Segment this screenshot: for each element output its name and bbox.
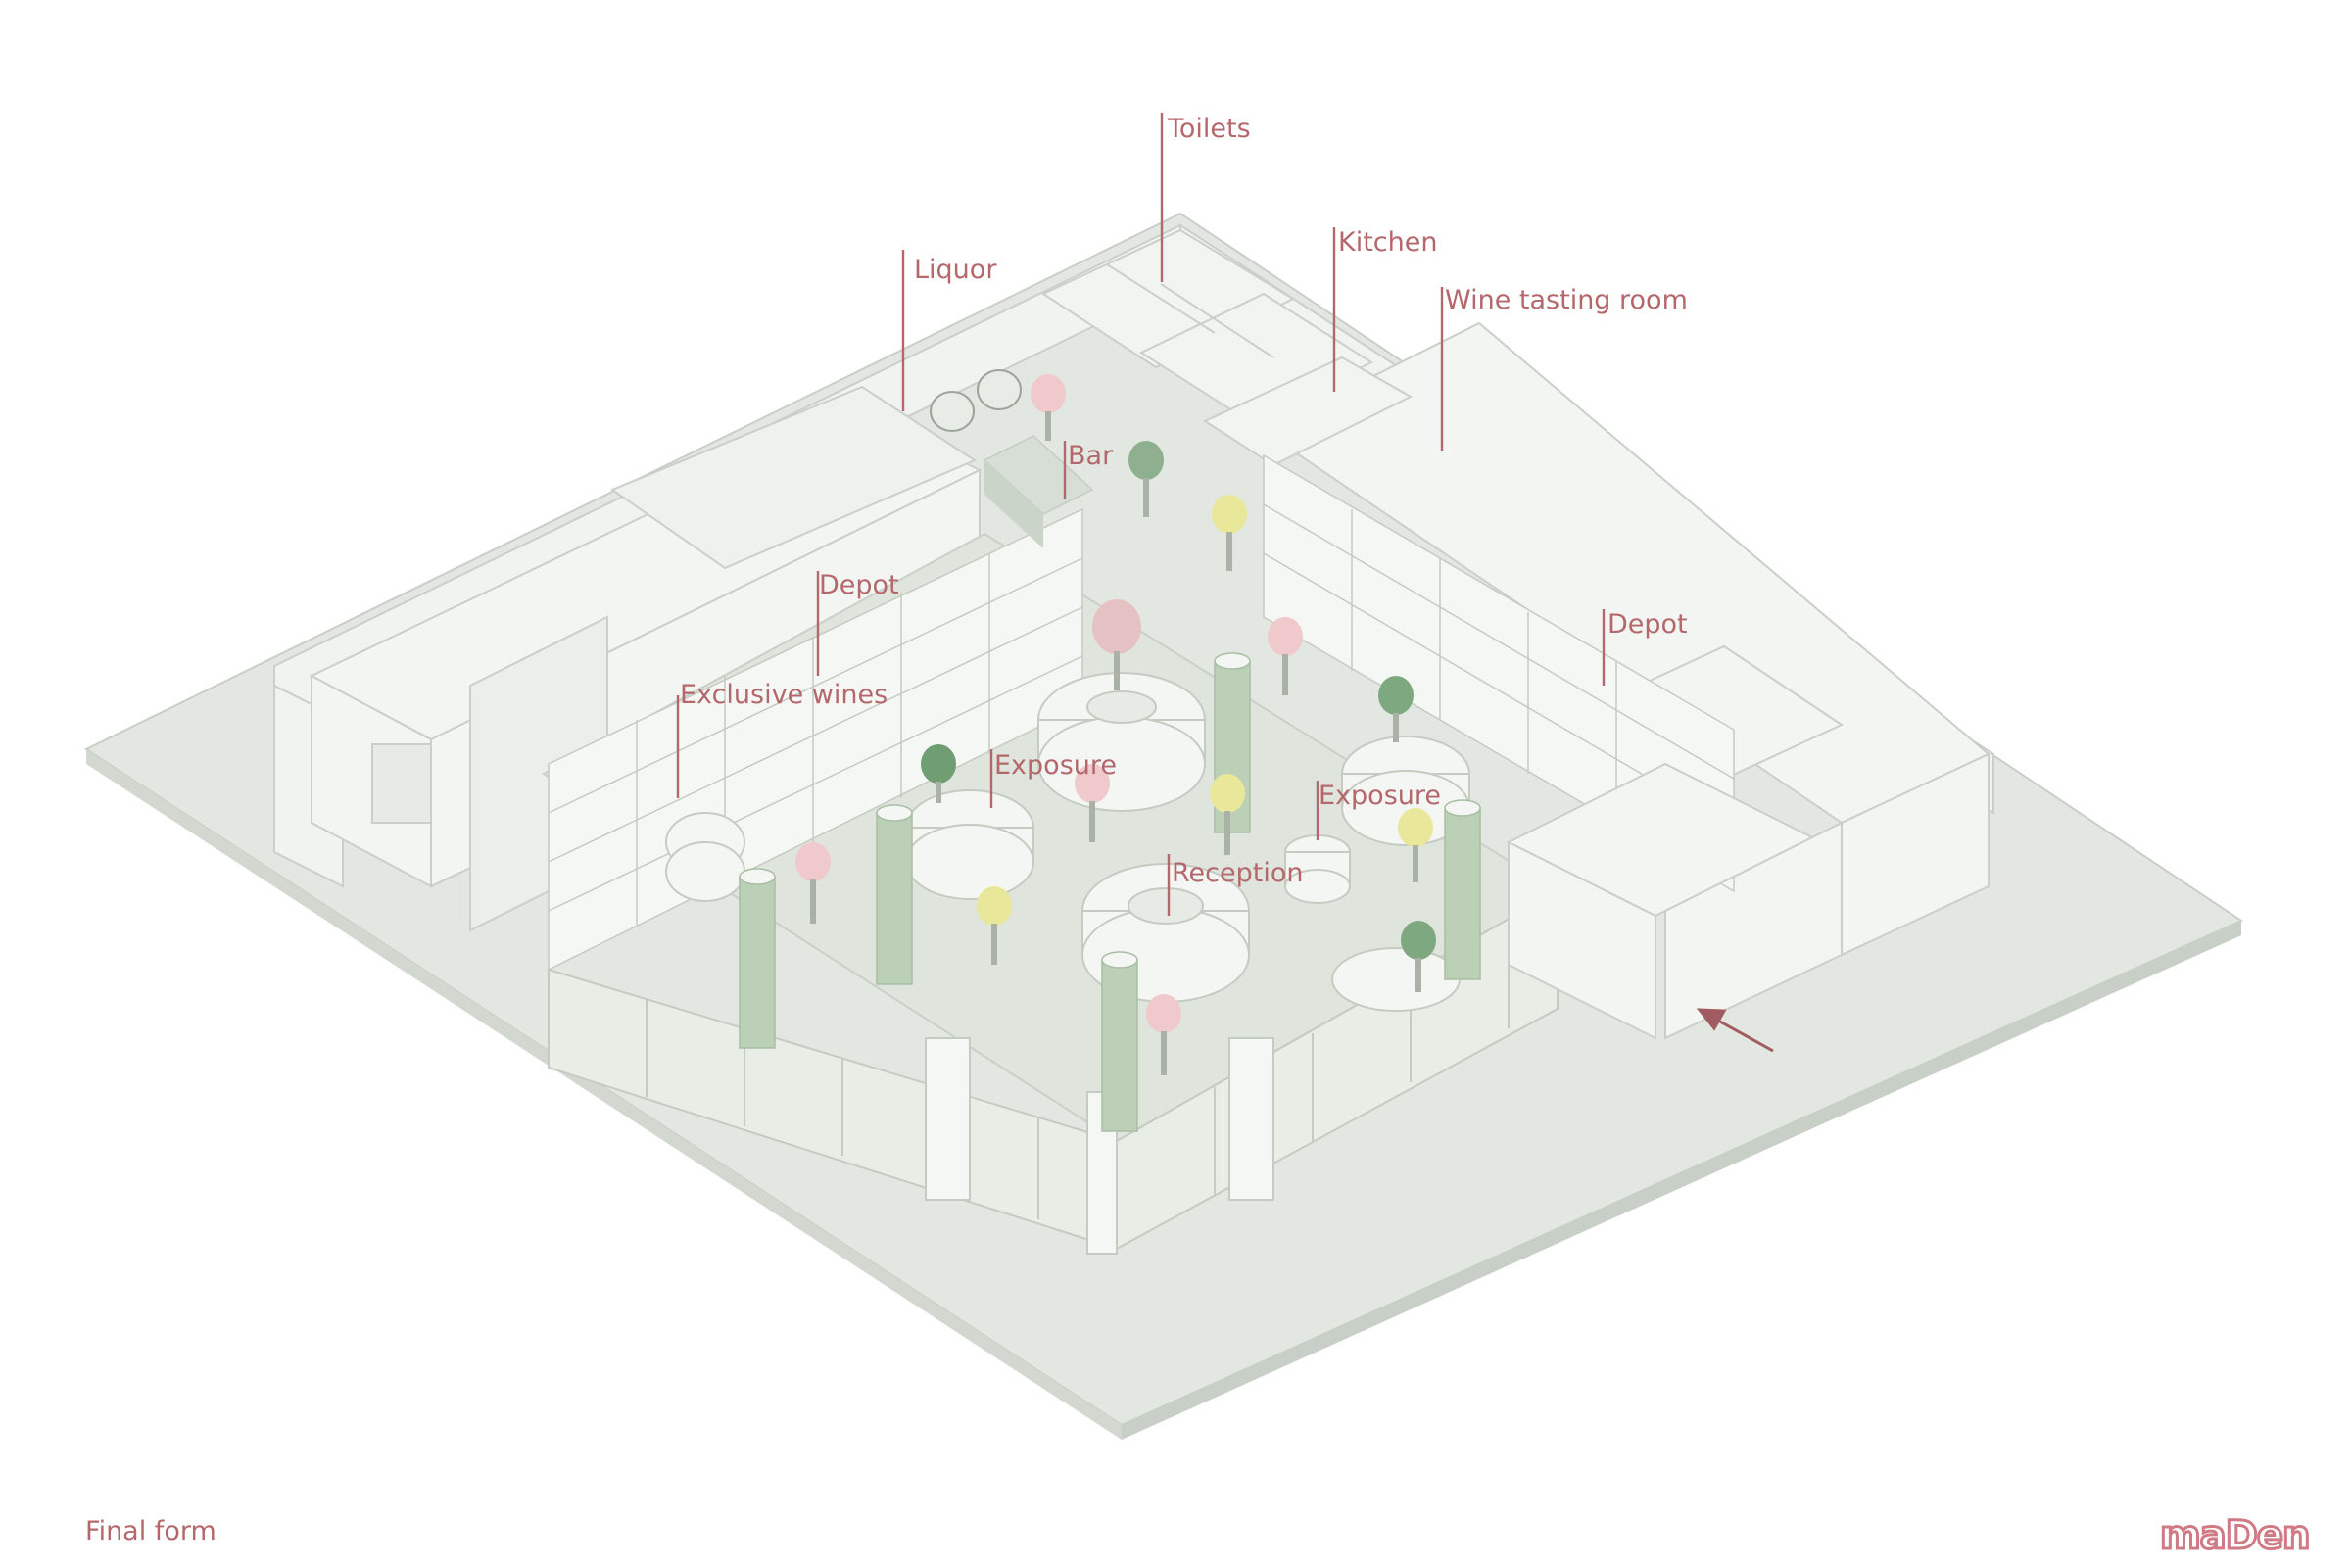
plant-green [1401, 921, 1436, 992]
caption: Final form [85, 1516, 216, 1546]
back-rooms [1040, 228, 1414, 467]
leader-lines [676, 113, 1606, 916]
label-depot-right: Depot [1607, 609, 1688, 640]
plant-yellow [977, 886, 1012, 965]
room-labels: Toilets Liquor Kitchen Wine tasting room… [680, 114, 1688, 888]
label-exclusive-wines: Exclusive wines [680, 680, 888, 710]
entrance-arrow-icon [1696, 1008, 1774, 1053]
liquor-displays [930, 369, 1022, 432]
maden-logo: maDen [2159, 1513, 2312, 1559]
label-toilets: Toilets [1167, 114, 1251, 144]
plant-green [921, 744, 956, 803]
plant-green [1378, 676, 1414, 742]
label-exposure-right: Exposure [1319, 781, 1441, 811]
columns [739, 652, 1481, 1132]
plant-pink [1075, 764, 1110, 842]
plant-pink [1268, 617, 1303, 695]
label-depot-left: Depot [819, 570, 899, 600]
label-bar: Bar [1068, 441, 1114, 471]
label-reception: Reception [1172, 858, 1303, 888]
right-rooms [1262, 321, 1991, 1040]
plant-pink [1031, 374, 1066, 441]
plant-pink [1146, 994, 1181, 1075]
plant-pink [795, 842, 831, 924]
label-wine-tasting-room: Wine tasting room [1445, 285, 1688, 315]
plant-yellow [1210, 774, 1245, 855]
entrance-block [1506, 762, 1815, 1040]
plant-green [1128, 441, 1164, 517]
plant-pink [1092, 599, 1141, 690]
label-exposure-left: Exposure [994, 750, 1117, 781]
plant-yellow [1398, 808, 1433, 882]
plant-yellow [1212, 495, 1247, 571]
front-pillars [925, 1037, 1274, 1255]
islands [665, 672, 1470, 1012]
label-liquor: Liquor [914, 255, 997, 285]
label-kitchen: Kitchen [1338, 227, 1437, 258]
plants [795, 374, 1436, 1075]
